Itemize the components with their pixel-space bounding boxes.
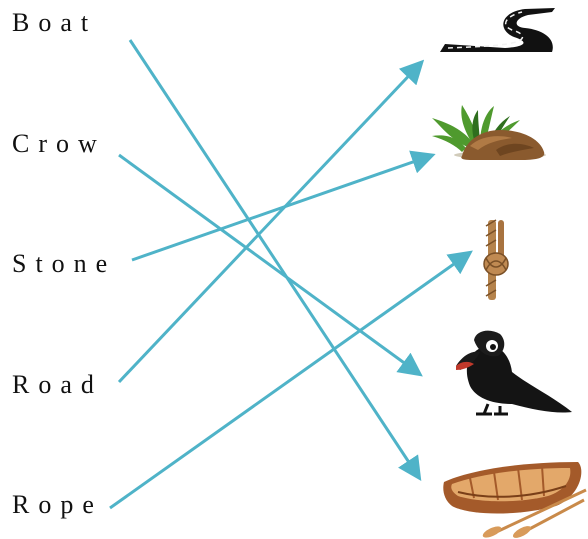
rope-icon	[483, 219, 509, 300]
word-crow: Crow	[12, 129, 106, 158]
word-road: Road	[12, 370, 103, 399]
arrow-stone-to-stone-icon	[131, 150, 436, 262]
crow-icon	[456, 330, 572, 416]
stone-grass-icon	[432, 105, 546, 160]
word-boat: Boat	[12, 8, 98, 37]
word-stone: Stone	[12, 249, 117, 278]
arrow-road-to-road-icon	[117, 59, 425, 384]
arrow-rope-to-rope-icon	[109, 250, 473, 510]
arrow-crow-to-crow-icon	[118, 153, 423, 377]
arrow-boat-to-boat-icon	[128, 39, 422, 482]
boat-icon	[443, 462, 587, 538]
road-icon	[440, 8, 555, 52]
word-rope: Rope	[12, 490, 103, 519]
